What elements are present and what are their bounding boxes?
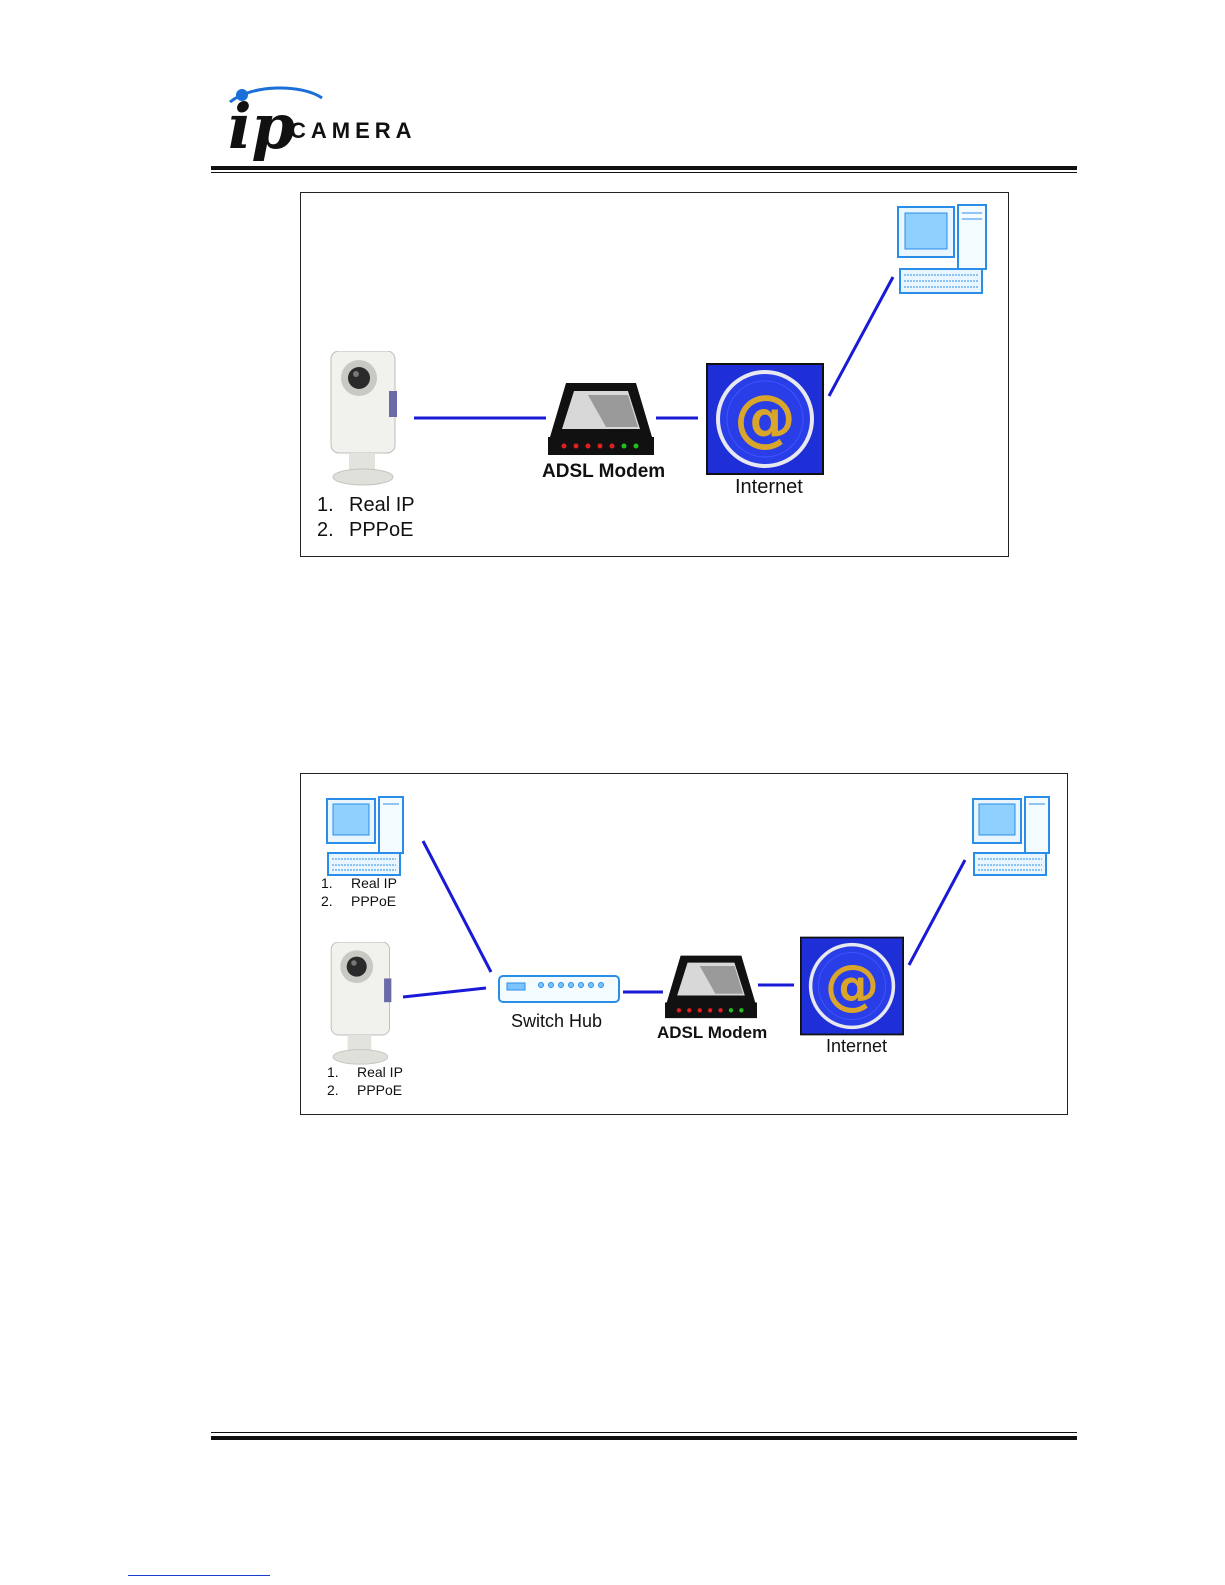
camera-options-list: 1.Real IP 2.PPPoE: [327, 1064, 403, 1099]
pc-options-list: 1.Real IP 2.PPPoE: [321, 875, 397, 910]
local-pc-icon: [325, 795, 405, 877]
footer-divider-thick: [211, 1436, 1077, 1440]
switch-hub-icon: [497, 974, 621, 1010]
internet-label: Internet: [735, 476, 803, 499]
pc-option-2: PPPoE: [351, 893, 396, 911]
header-divider: [211, 166, 1077, 170]
remote-pc-icon: [971, 795, 1051, 877]
internet-icon: @: [800, 935, 904, 1037]
modem-label: ADSL Modem: [542, 461, 665, 483]
camera-option-1: Real IP: [349, 493, 415, 518]
link-pc-switch: [423, 841, 491, 972]
header-divider-thin: [211, 172, 1077, 173]
camera-options-list: 1.Real IP 2.PPPoE: [317, 493, 415, 543]
diagram-2-lines: [301, 774, 1067, 1114]
link-internet-pc: [829, 277, 893, 396]
svg-text:ip: ip: [228, 90, 295, 163]
ip-camera-icon: [327, 351, 407, 487]
adsl-modem-icon: [665, 952, 757, 1020]
logo-text: CAMERA: [290, 118, 417, 144]
internet-label: Internet: [826, 1036, 887, 1057]
internet-icon: @: [706, 363, 824, 475]
pc-option-1: Real IP: [351, 875, 397, 893]
footer-divider: [211, 1432, 1077, 1433]
camera-option-1: Real IP: [357, 1064, 403, 1082]
ip-camera-icon: [327, 942, 401, 1066]
camera-option-2: PPPoE: [357, 1082, 402, 1100]
switch-hub-label: Switch Hub: [511, 1011, 602, 1032]
svg-text:@: @: [734, 381, 796, 454]
link-camera-switch: [403, 988, 486, 997]
link-internet-pc: [909, 860, 965, 965]
diagram-2-frame: 1.Real IP 2.PPPoE 1.Real IP 2.PPPoE Swit…: [300, 773, 1068, 1115]
camera-option-2: PPPoE: [349, 518, 413, 543]
svg-text:@: @: [825, 953, 880, 1017]
modem-label: ADSL Modem: [657, 1023, 767, 1043]
diagram-1-frame: 1.Real IP 2.PPPoE ADSL Modem @ Internet: [300, 192, 1009, 557]
remote-pc-icon: [896, 203, 988, 297]
footer-link-underline[interactable]: [128, 1575, 270, 1576]
adsl-modem-icon: [548, 379, 654, 457]
